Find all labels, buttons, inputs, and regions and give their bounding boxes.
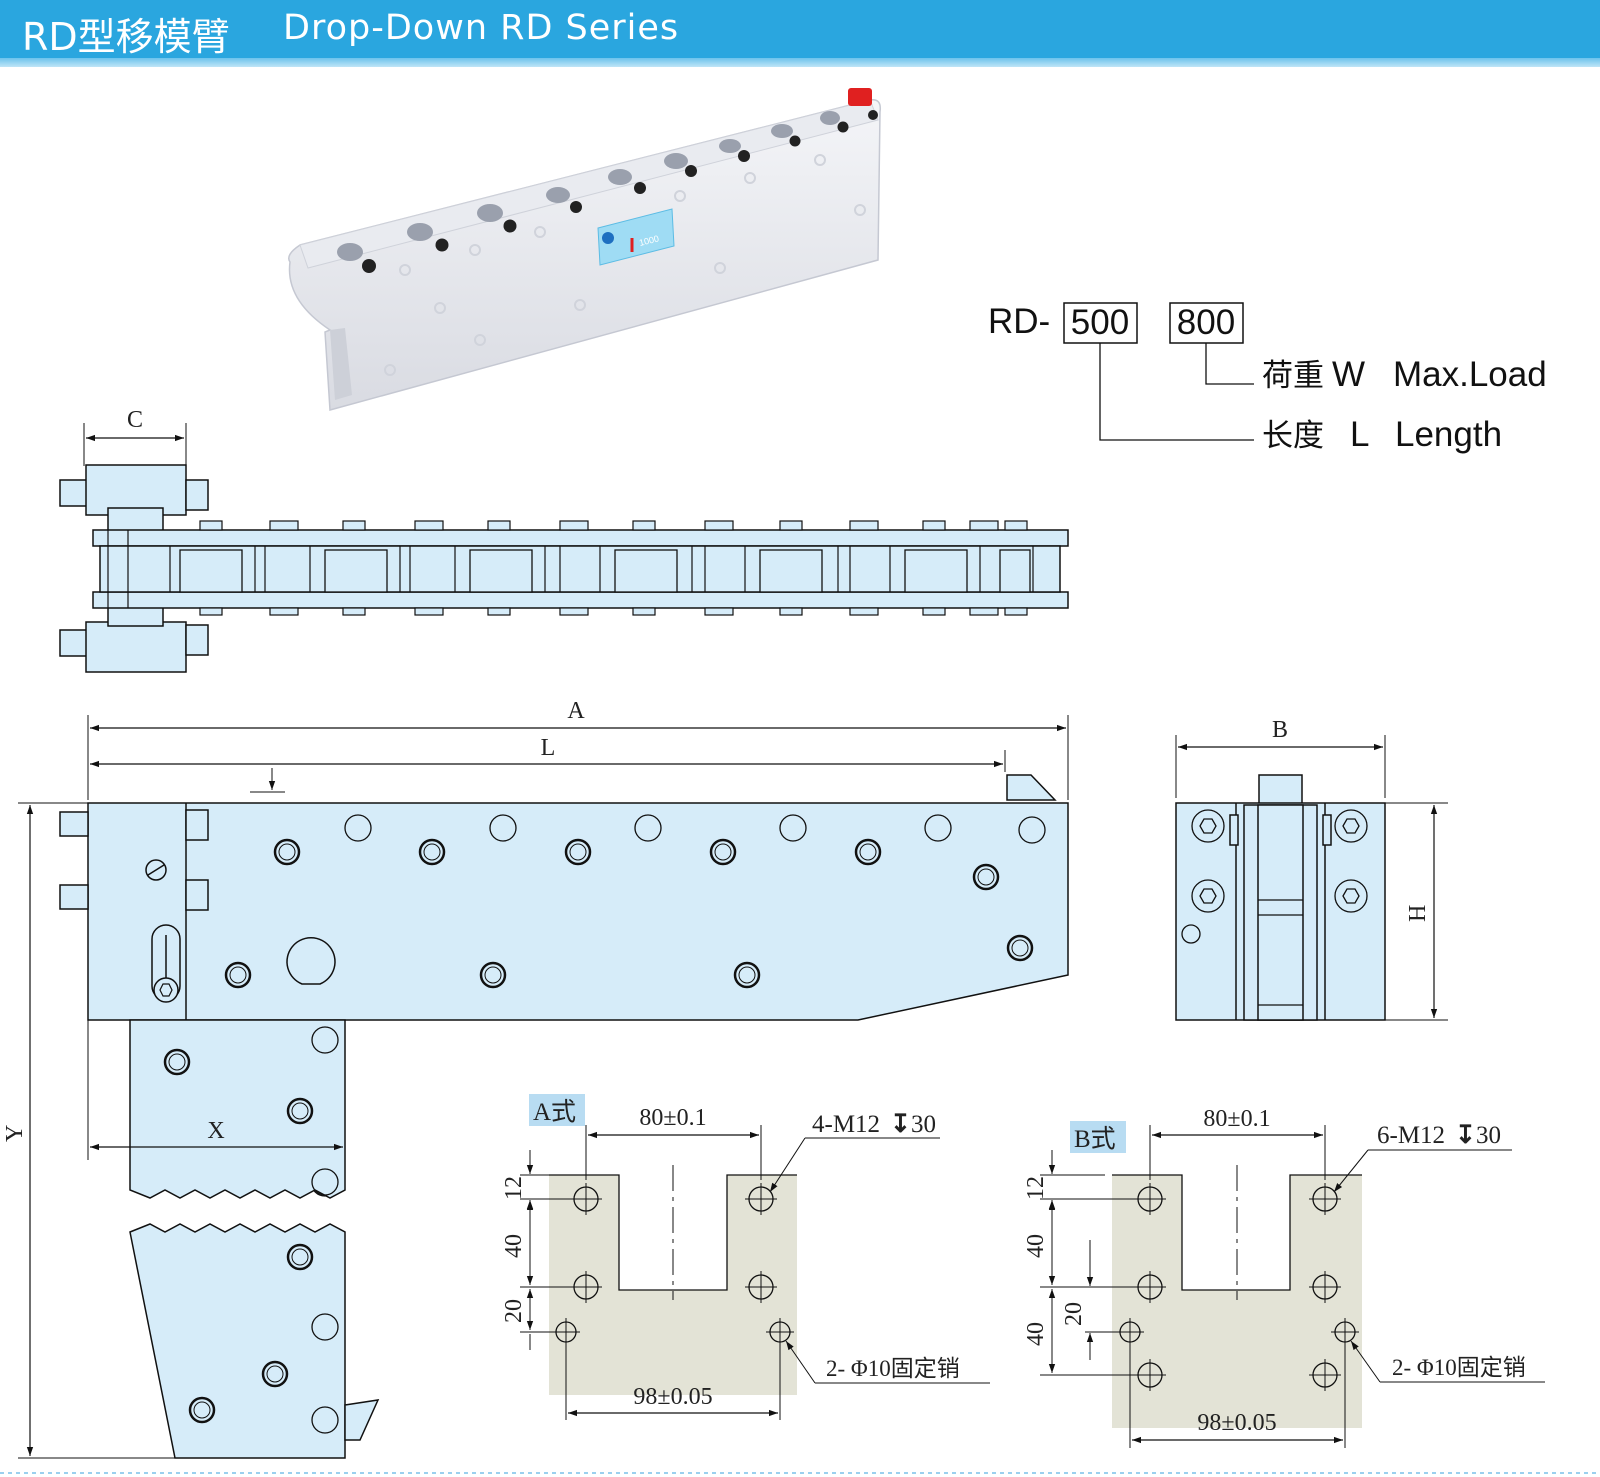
header-stripe	[0, 58, 1600, 67]
mount-b-dim-bottom: 98±0.05	[1197, 1410, 1276, 1436]
mount-b-dim-40-upper: 40	[1023, 1234, 1049, 1258]
depth-icon-b: ↧	[1455, 1122, 1476, 1149]
dim-x: X	[207, 1118, 224, 1144]
mount-a-hole-depth: 30	[911, 1111, 936, 1138]
length-label-cn: 长度	[1262, 418, 1324, 453]
model-code: RD- 500 800 荷重 W Max.Load 长度 L Length	[988, 302, 1547, 454]
length-label-en: Length	[1395, 415, 1502, 454]
mount-b-tag-bg	[1070, 1121, 1126, 1153]
mount-a-tag: A式	[533, 1098, 576, 1126]
mount-a-dim-top: 80±0.1	[639, 1105, 706, 1131]
page-title-cn: RD型移模臂	[22, 15, 230, 59]
mount-a-pin-callout: 2- Φ10固定销	[826, 1356, 960, 1381]
length-value: 500	[1071, 303, 1129, 342]
red-stopper	[848, 88, 872, 106]
page-title-en: Drop-Down RD Series	[283, 8, 680, 48]
load-value: 800	[1177, 303, 1235, 342]
product-label: 1000	[597, 208, 675, 266]
mount-a-dim-20: 20	[501, 1299, 527, 1323]
dim-a: A	[567, 698, 585, 724]
load-label-cn: 荷重	[1262, 358, 1324, 393]
load-label-en: Max.Load	[1393, 355, 1547, 394]
mount-a-hole-callout: 4-M12	[812, 1111, 880, 1138]
product-label-value: 1000	[638, 233, 660, 248]
mount-b-hole-callout: 6-M12	[1377, 1122, 1445, 1149]
mount-b-dim-40-lower: 40	[1023, 1322, 1049, 1346]
dim-c: C	[127, 407, 143, 433]
mount-a-tag-bg	[529, 1094, 585, 1126]
dim-b: B	[1272, 717, 1288, 743]
model-prefix: RD-	[988, 302, 1050, 341]
mount-b-dim-12: 12	[1023, 1176, 1049, 1200]
mount-a-dim-12: 12	[501, 1176, 527, 1200]
side-view: A L 2	[2, 698, 1069, 1459]
top-view: C	[59, 407, 1069, 673]
mount-a-dim-bottom: 98±0.05	[633, 1384, 712, 1410]
dim-y: Y	[2, 1125, 28, 1142]
load-symbol: W	[1332, 355, 1365, 394]
mount-b-dim-20: 20	[1061, 1302, 1087, 1326]
length-symbol: L	[1350, 415, 1369, 454]
mount-b-pin-callout: 2- Φ10固定销	[1392, 1355, 1526, 1380]
mount-b-tag: B式	[1074, 1125, 1116, 1153]
end-view: B H	[1175, 717, 1448, 1021]
mount-b-drawing: B式 80±0.1 98±0.05	[1023, 1106, 1545, 1448]
product-photo: 1000	[288, 88, 882, 411]
mount-b-dim-top: 80±0.1	[1203, 1106, 1270, 1132]
mount-a-drawing: A式 80±0.1 98±0.05 12 40 20	[501, 1094, 990, 1420]
dim-l: L	[541, 735, 556, 761]
header-bar	[0, 0, 1600, 58]
dim-h: H	[1405, 905, 1431, 922]
mount-b-hole-depth: 30	[1476, 1122, 1501, 1149]
depth-icon: ↧	[890, 1111, 911, 1138]
mount-a-dim-40: 40	[501, 1234, 527, 1258]
